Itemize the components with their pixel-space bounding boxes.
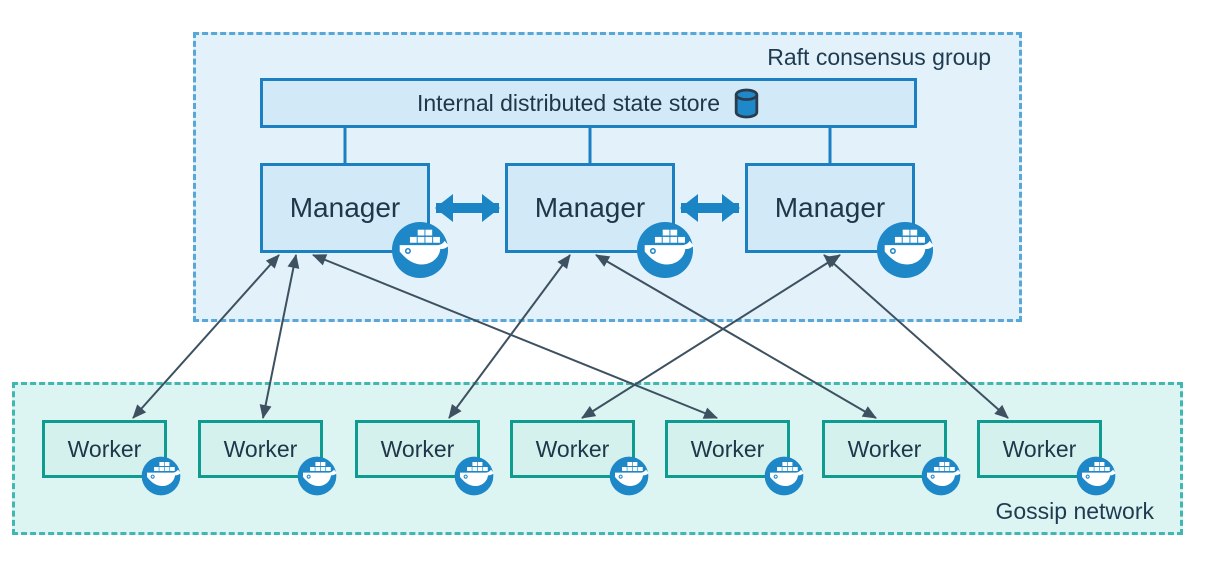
manager-label: Manager <box>534 192 646 223</box>
worker-node-3: Worker <box>355 420 480 478</box>
docker-whale-icon <box>764 456 804 496</box>
docker-whale-icon <box>1076 456 1116 496</box>
worker-label: Worker <box>847 435 922 462</box>
worker-label: Worker <box>535 435 610 462</box>
store-manager-connectors <box>343 126 832 165</box>
manager-label: Manager <box>774 192 886 223</box>
manager-node-2: Manager <box>505 163 675 253</box>
docker-whale-icon <box>454 456 494 496</box>
docker-whale-icon <box>921 456 961 496</box>
worker-node-2: Worker <box>198 420 323 478</box>
docker-whale-icon <box>297 456 337 496</box>
arrow-manager-1-worker-2 <box>259 254 300 419</box>
manager-worker-arrows <box>132 254 1009 419</box>
worker-node-7: Worker <box>977 420 1102 478</box>
worker-node-4: Worker <box>510 420 635 478</box>
docker-whale-icon <box>609 456 649 496</box>
worker-label: Worker <box>380 435 455 462</box>
gossip-network-label: Gossip network <box>995 498 1154 524</box>
docker-whale-icon <box>141 456 181 496</box>
docker-whale-icon <box>876 221 934 279</box>
manager-node-1: Manager <box>260 163 430 253</box>
arrow-manager-3-worker-7 <box>823 254 1009 419</box>
worker-label: Worker <box>67 435 142 462</box>
worker-label: Worker <box>690 435 765 462</box>
database-icon <box>734 88 759 118</box>
docker-whale-icon <box>391 221 449 279</box>
arrow-manager-2-worker-3 <box>448 254 571 419</box>
arrow-manager-1-worker-1 <box>132 254 280 419</box>
manager-label: Manager <box>289 192 401 223</box>
state-store-box: Internal distributed state store <box>260 78 917 128</box>
raft-group-label: Raft consensus group <box>767 44 991 70</box>
arrow-manager-2-worker-6 <box>595 254 877 419</box>
worker-node-5: Worker <box>665 420 790 478</box>
worker-node-6: Worker <box>822 420 947 478</box>
worker-node-1: Worker <box>42 420 167 478</box>
worker-label: Worker <box>1002 435 1077 462</box>
arrow-manager-3-worker-4 <box>581 254 841 419</box>
state-store-label: Internal distributed state store <box>417 89 720 116</box>
manager-node-3: Manager <box>745 163 915 253</box>
arrow-manager-1-worker-5 <box>312 254 718 419</box>
worker-label: Worker <box>223 435 298 462</box>
docker-whale-icon <box>636 221 694 279</box>
